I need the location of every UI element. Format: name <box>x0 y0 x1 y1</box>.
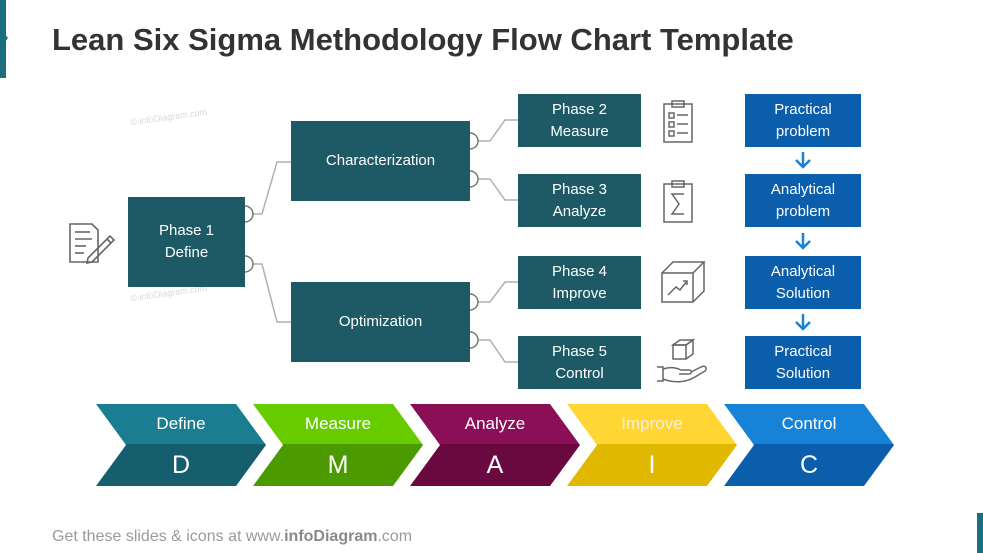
page-title: Lean Six Sigma Methodology Flow Chart Te… <box>52 22 794 57</box>
characterization-box: Characterization <box>291 121 470 201</box>
analytical-problem-box: Analytical problem <box>745 174 861 227</box>
practical-problem-box: Practical problem <box>745 94 861 147</box>
connector-char-phase2 <box>470 119 518 142</box>
phase5-control-box: Phase 5 Control <box>518 336 641 389</box>
dmaic-word: Control <box>724 404 894 444</box>
connector-define-optimization <box>245 263 291 323</box>
dmaic-word: Define <box>96 404 266 444</box>
connector-opt-phase5 <box>470 339 518 363</box>
dmaic-letter: D <box>96 444 266 486</box>
dmaic-word: Analyze <box>410 404 580 444</box>
phase2-measure-box: Phase 2 Measure <box>518 94 641 147</box>
phase4-improve-box: Phase 4 Improve <box>518 256 641 309</box>
phase3-analyze-box: Phase 3 Analyze <box>518 174 641 227</box>
dmaic-letter: M <box>253 444 423 486</box>
footer-brand: infoDiagram <box>284 528 378 545</box>
down-arrow-icon <box>795 233 811 250</box>
footer-prefix: Get these slides & icons at www. <box>52 528 285 545</box>
footer-text: Get these slides & icons at www.infoDiag… <box>52 528 412 546</box>
footer-suffix: .com <box>377 528 413 545</box>
dmaic-word: Improve <box>567 404 737 444</box>
dmaic-word: Measure <box>253 404 423 444</box>
connector-char-phase3 <box>470 178 518 201</box>
dmaic-letter: A <box>410 444 580 486</box>
optimization-box: Optimization <box>291 282 470 362</box>
clipboard-sigma-icon <box>663 180 693 223</box>
phase1-define-box: Phase 1 Define <box>128 197 245 287</box>
hand-box-icon <box>657 338 707 383</box>
down-arrow-icon <box>795 152 811 169</box>
dmaic-letter: C <box>724 444 894 486</box>
down-arrow-icon <box>795 314 811 331</box>
document-pen-icon <box>69 223 116 265</box>
dmaic-letter: I <box>567 444 737 486</box>
box-chart-icon <box>661 261 706 303</box>
practical-solution-box: Practical Solution <box>745 336 861 389</box>
accent-bar-right <box>977 513 983 553</box>
accent-notch <box>0 28 8 48</box>
connector-define-characterization <box>245 161 291 215</box>
analytical-solution-box: Analytical Solution <box>745 256 861 309</box>
connector-opt-phase4 <box>470 281 518 303</box>
clipboard-checklist-icon <box>663 100 693 143</box>
